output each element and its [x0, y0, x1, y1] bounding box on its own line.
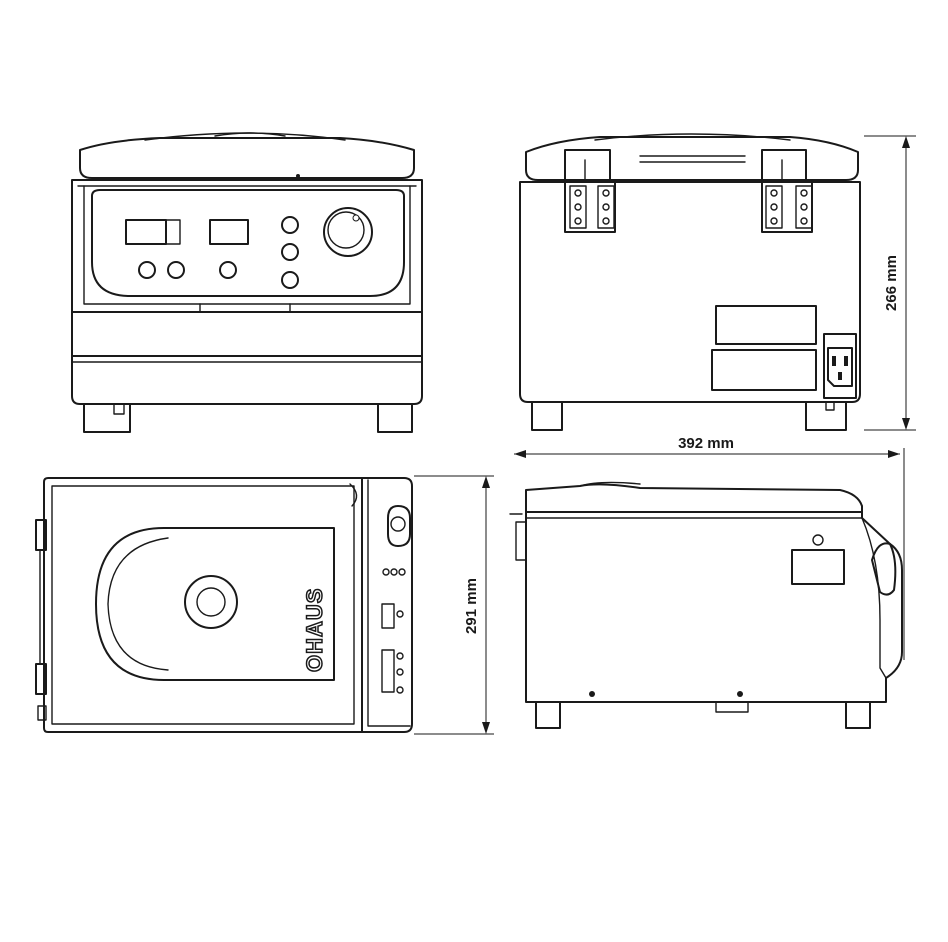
height-label: 266 mm	[883, 255, 900, 311]
display-left	[125, 219, 167, 245]
foot	[83, 403, 131, 433]
knob-side	[871, 542, 897, 596]
panel-button	[281, 243, 299, 261]
depth-label: 291 mm	[463, 578, 480, 634]
foot	[845, 701, 871, 729]
hinge-left	[564, 149, 616, 233]
display-right	[209, 219, 249, 245]
front-view	[71, 132, 423, 433]
panel-button	[281, 271, 299, 289]
panel-button	[219, 261, 237, 279]
foot	[377, 403, 413, 433]
width-label: 392 mm	[678, 435, 734, 452]
side-view	[509, 481, 903, 729]
rating-label	[715, 305, 817, 345]
top-view: OHAUS	[35, 477, 413, 733]
lid-window	[95, 527, 335, 681]
brand-logo: OHAUS	[302, 588, 327, 672]
side-label	[791, 549, 845, 585]
speed-knob	[323, 207, 373, 257]
depth-dimension: 291 mm	[414, 475, 494, 735]
height-dimension: 266 mm	[864, 135, 916, 431]
panel-button	[281, 216, 299, 234]
panel-button	[138, 261, 156, 279]
panel-button	[167, 261, 185, 279]
width-dimension: 392 mm	[514, 435, 905, 660]
foot	[535, 701, 561, 729]
rating-label	[711, 349, 817, 391]
power-inlet	[823, 333, 857, 399]
foot	[531, 401, 563, 431]
hinge-right	[761, 149, 813, 233]
back-view	[519, 133, 861, 431]
lid-cap	[184, 575, 238, 629]
